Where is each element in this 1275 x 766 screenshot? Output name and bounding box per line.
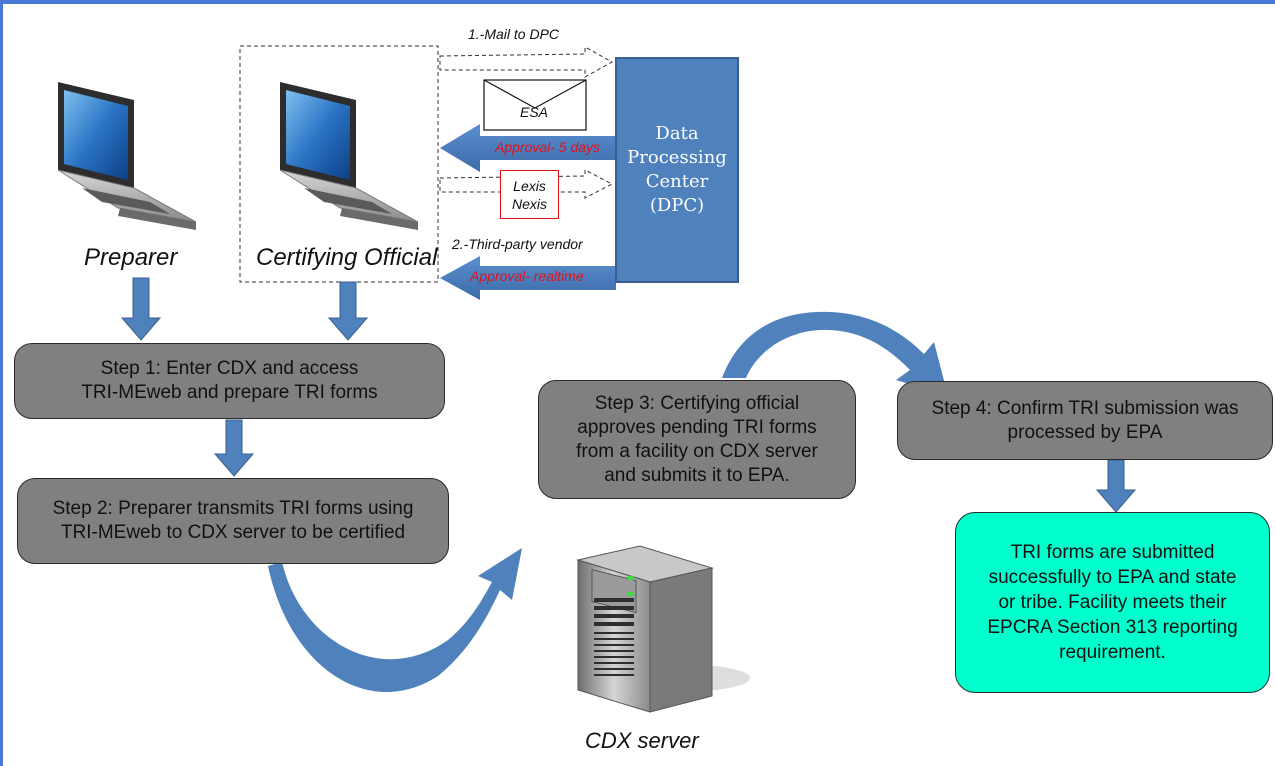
vendor-name-line: Nexis (511, 195, 547, 212)
result-line: EPCRA Section 313 reporting (987, 617, 1238, 638)
step-4-box: Step 4: Confirm TRI submission was proce… (897, 381, 1273, 460)
step-4-line: processed by EPA (1007, 421, 1163, 443)
preparer-down-arrow (120, 277, 162, 341)
dpc-line: Center (645, 171, 709, 192)
result-line: successfully to EPA and state (988, 567, 1237, 588)
approval-5-days-arrow (440, 124, 616, 172)
step-3-line: from a facility on CDX server (576, 440, 818, 462)
step4-to-result-arrow (1095, 459, 1137, 513)
official-down-arrow (327, 281, 369, 341)
dpc-line: Data (655, 123, 699, 144)
step1-to-step2-arrow (213, 419, 255, 477)
preparer-laptop-icon (57, 82, 197, 230)
step-4-line: Step 4: Confirm TRI submission was (931, 397, 1239, 419)
data-processing-center-box: Data Processing Center (DPC) (615, 57, 739, 283)
envelope-label: ESA (520, 104, 549, 120)
step3-to-step4-curved-arrow (722, 311, 948, 396)
vendor-approval-label: Approval- realtime (470, 268, 584, 284)
certifying-official-label: Certifying Official (256, 244, 438, 271)
dpc-line: (DPC) (649, 195, 705, 216)
mail-dashed-arrow (439, 46, 614, 78)
preparer-label: Preparer (84, 244, 178, 271)
mail-route-label: 1.-Mail to DPC (468, 26, 560, 42)
result-line: or tribe. Facility meets their (998, 592, 1227, 613)
step-1-line: Step 1: Enter CDX and access (100, 358, 359, 379)
result-line: requirement. (1059, 642, 1166, 663)
mail-approval-label: Approval- 5 days (495, 139, 601, 155)
lexis-nexis-box: Lexis Nexis (500, 170, 559, 219)
step2-to-server-curved-arrow (268, 548, 522, 693)
step-3-line: Step 3: Certifying official (594, 392, 800, 414)
step-3-box: Step 3: Certifying official approves pen… (538, 380, 856, 499)
step-3-line: and submits it to EPA. (604, 464, 790, 486)
step-1-box: Step 1: Enter CDX and access TRI-MEweb a… (14, 343, 445, 419)
result-line: TRI forms are submitted (1010, 542, 1215, 563)
certifying-official-boundary (239, 45, 439, 283)
certifying-official-laptop-icon (279, 82, 419, 230)
dpc-line: Processing (627, 147, 727, 168)
approval-realtime-arrow (440, 256, 616, 300)
vendor-route-label: 2.-Third-party vendor (452, 236, 583, 252)
step-2-line: Step 2: Preparer transmits TRI forms usi… (52, 498, 414, 519)
envelope-icon (483, 79, 587, 131)
submission-result-box: TRI forms are submitted successfully to … (955, 512, 1270, 693)
vendor-name-line: Lexis (513, 177, 546, 194)
step-2-line: TRI-MEweb to CDX server to be certified (60, 522, 406, 543)
step-3-line: approves pending TRI forms (577, 416, 817, 438)
cdx-server-label: CDX server (585, 728, 699, 753)
step-1-line: TRI-MEweb and prepare TRI forms (81, 382, 378, 403)
cdx-server-icon (576, 545, 750, 713)
step-2-box: Step 2: Preparer transmits TRI forms usi… (17, 478, 449, 564)
